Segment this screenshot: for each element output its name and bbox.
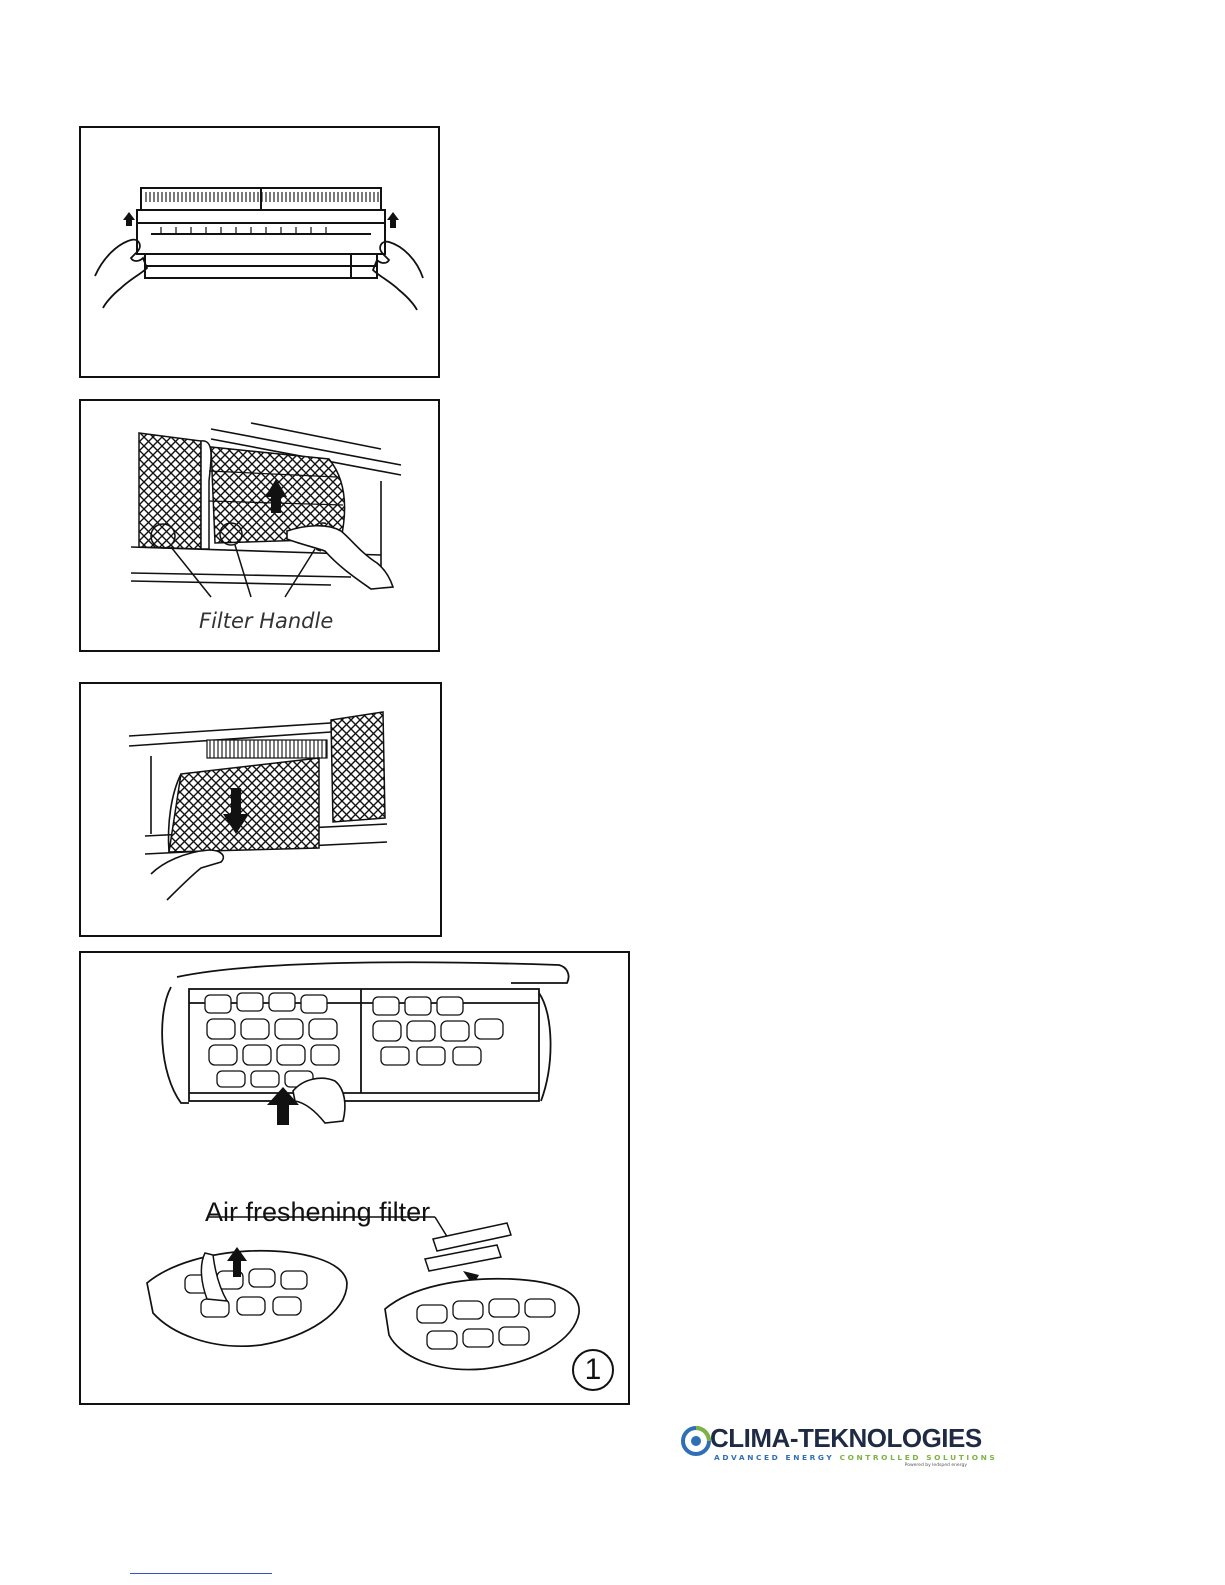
right-hand-icon xyxy=(373,242,423,310)
company-logo: CLIMA-TEKNOLOGIES ADVANCED ENERGY CONTRO… xyxy=(680,1425,970,1465)
figure-air-freshening-filter: Air freshening filter 1 xyxy=(79,951,630,1405)
figure-filter-handle: Filter Handle xyxy=(79,399,440,652)
swirl-logo-icon xyxy=(680,1425,712,1457)
left-hand-icon xyxy=(95,240,147,308)
logo-tagline: ADVANCED ENERGY CONTROLLED SOLUTIONS xyxy=(714,1453,997,1462)
air-freshening-illustration xyxy=(81,953,628,1403)
logo-name: CLIMA-TEKNOLOGIES xyxy=(710,1423,982,1454)
logo-powered-by: Powered by ledsped energy xyxy=(905,1463,967,1468)
hand-icon xyxy=(287,526,393,589)
figure-lift-front-panel xyxy=(79,126,440,378)
logo-tagline-part2: CONTROLLED SOLUTIONS xyxy=(840,1453,998,1462)
filter-handle-label: Filter Handle xyxy=(199,609,333,633)
logo-tagline-part1: ADVANCED ENERGY xyxy=(714,1453,840,1462)
footer-link-underline xyxy=(130,1573,272,1574)
up-arrow-icon xyxy=(387,212,399,228)
hand-icon xyxy=(151,850,223,900)
hand-icon xyxy=(293,1078,345,1123)
lift-panel-illustration xyxy=(81,128,438,376)
figure-remove-filter xyxy=(79,682,442,937)
remove-filter-illustration xyxy=(81,684,440,935)
air-freshening-filter-label: Air freshening filter xyxy=(205,1197,430,1228)
up-arrow-icon xyxy=(123,212,135,226)
step-number-badge: 1 xyxy=(572,1349,614,1391)
